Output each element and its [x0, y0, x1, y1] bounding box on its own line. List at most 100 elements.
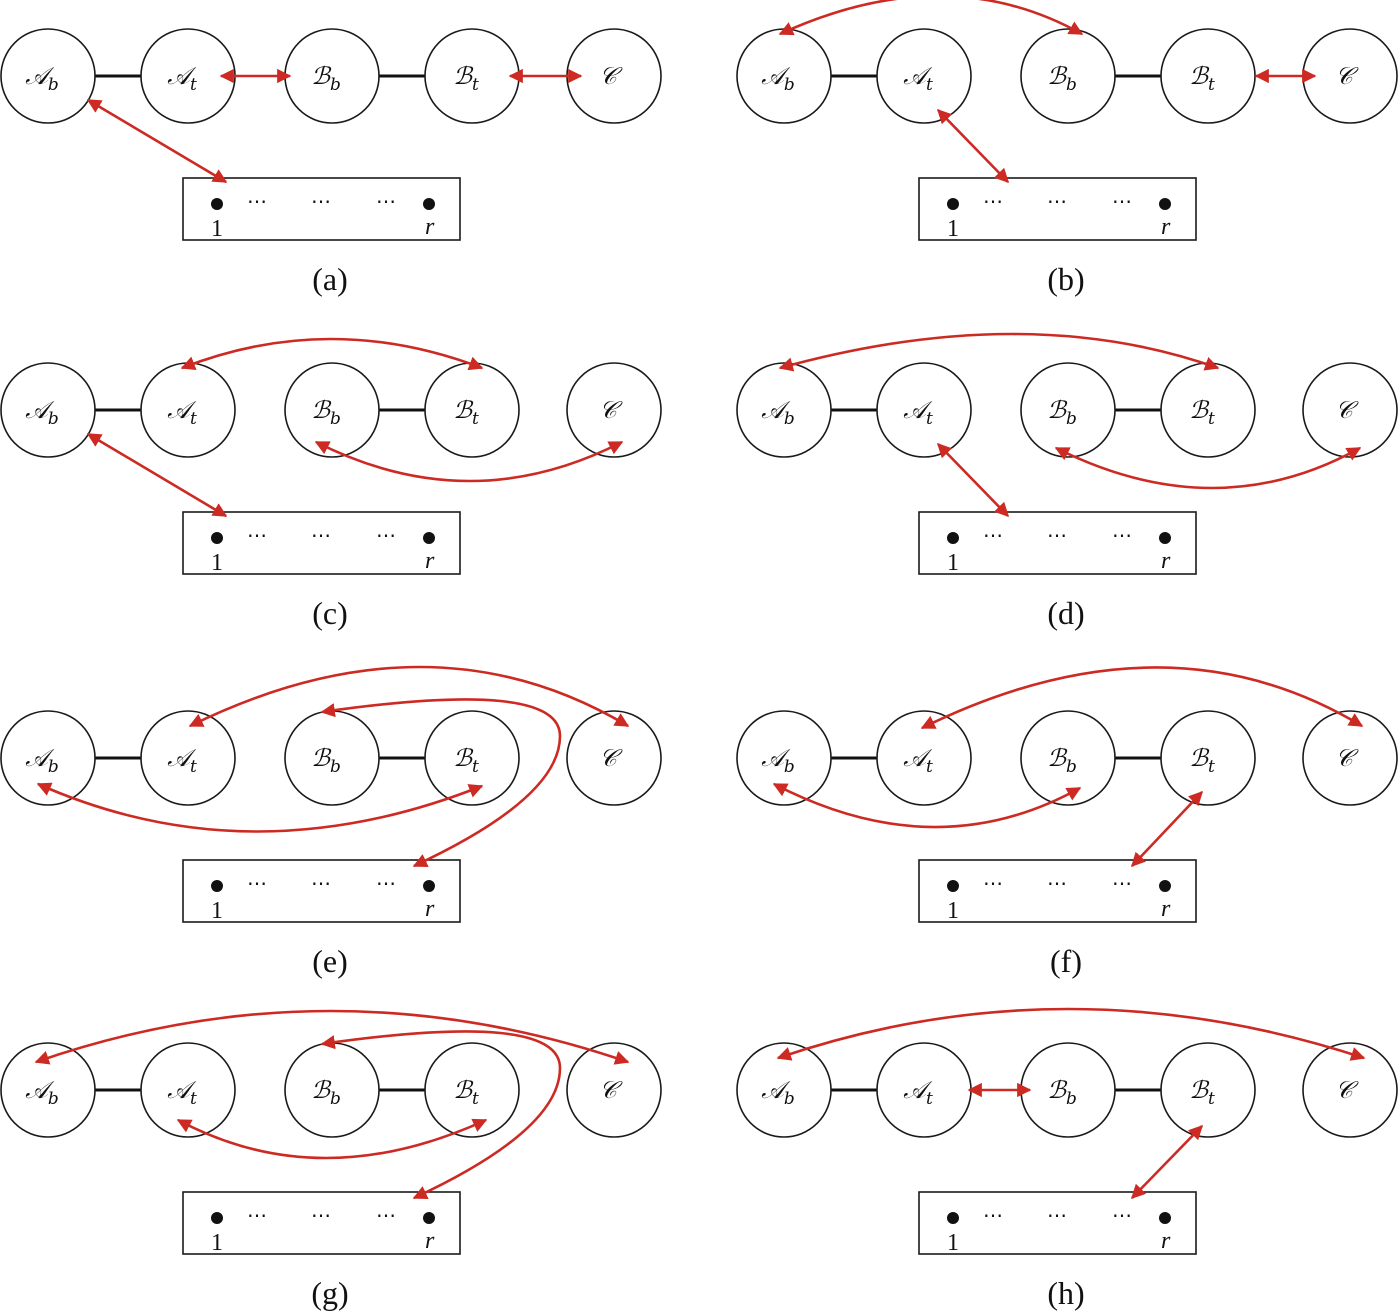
node-symbol: ℬ	[1047, 1076, 1068, 1104]
arrow-at-c	[188, 665, 630, 728]
node-at: 𝒜t	[876, 710, 972, 806]
ellipsis: ⋯	[983, 871, 1004, 895]
node-subscript: t	[472, 409, 479, 429]
arrow-bt-box	[1131, 1124, 1203, 1200]
node-bb: ℬb	[1020, 1042, 1116, 1138]
ellipsis: ⋯	[376, 1203, 397, 1227]
node-subscript: b	[784, 1089, 795, 1109]
node-c: 𝒞	[1302, 362, 1398, 458]
node-label: ℬb	[311, 62, 341, 95]
node-circle	[140, 710, 236, 806]
node-symbol: ℬ	[1047, 62, 1068, 90]
node-label: ℬt	[453, 62, 479, 95]
node-bt: ℬt	[1160, 1042, 1256, 1138]
node-subscript: b	[330, 75, 341, 95]
last-index-label: r	[425, 896, 435, 922]
node-c: 𝒞	[566, 710, 662, 806]
node-circle	[566, 710, 662, 806]
node-at: 𝒜t	[140, 28, 236, 124]
node-circle	[566, 362, 662, 458]
node-at: 𝒜t	[876, 1042, 972, 1138]
node-bt: ℬt	[424, 1042, 520, 1138]
first-index-label: 1	[211, 550, 223, 576]
node-circle	[0, 710, 96, 806]
last-index-dot	[1159, 198, 1171, 210]
first-index-label: 1	[947, 216, 959, 242]
node-circle	[566, 1042, 662, 1138]
arrow-bb-c	[1054, 446, 1362, 490]
node-symbol: ℬ	[453, 744, 474, 772]
node-symbol: ℬ	[1047, 744, 1068, 772]
ellipsis: ⋯	[247, 189, 268, 213]
node-subscript: b	[48, 75, 59, 95]
node-at: 𝒜t	[140, 1042, 236, 1138]
node-ab: 𝒜b	[736, 1042, 832, 1138]
node-symbol: ℬ	[1189, 396, 1210, 424]
panel-caption: (b)	[1047, 261, 1084, 297]
ellipsis: ⋯	[376, 189, 397, 213]
arrow-ab-bb	[778, 0, 1084, 36]
node-subscript: t	[1208, 75, 1215, 95]
first-index-dot	[211, 532, 223, 544]
ellipsis: ⋯	[1047, 1203, 1068, 1227]
node-circle	[1302, 1042, 1398, 1138]
node-at: 𝒜t	[140, 710, 236, 806]
last-index-dot	[423, 198, 435, 210]
node-subscript: b	[48, 409, 59, 429]
node-subscript: b	[784, 75, 795, 95]
node-ab: 𝒜b	[0, 710, 96, 806]
node-symbol: ℬ	[1189, 1076, 1210, 1104]
first-index-label: 1	[211, 1230, 223, 1256]
first-index-label: 1	[947, 550, 959, 576]
node-label: ℬt	[1189, 396, 1215, 429]
node-label: ℬt	[453, 1076, 479, 1109]
node-bt: ℬt	[1160, 710, 1256, 806]
ellipsis: ⋯	[1112, 871, 1133, 895]
node-bt: ℬt	[1160, 362, 1256, 458]
node-ab: 𝒜b	[0, 362, 96, 458]
first-index-label: 1	[947, 898, 959, 924]
node-label: ℬt	[1189, 62, 1215, 95]
first-index-dot	[211, 198, 223, 210]
node-symbol: ℬ	[1189, 62, 1210, 90]
node-circle	[1020, 710, 1116, 806]
arrow-at-box	[937, 108, 1009, 184]
arrow-ab-bt	[36, 782, 484, 833]
node-symbol: ℬ	[453, 1076, 474, 1104]
node-at: 𝒜t	[876, 362, 972, 458]
first-index-dot	[211, 1212, 223, 1224]
index-box-frame	[918, 1191, 1197, 1255]
node-bb: ℬb	[1020, 28, 1116, 124]
ellipsis: ⋯	[1112, 189, 1133, 213]
node-bb: ℬb	[1020, 362, 1116, 458]
node-label: 𝒜t	[903, 396, 933, 429]
node-symbol: ℬ	[453, 396, 474, 424]
node-subscript: t	[926, 757, 933, 777]
node-circle	[1160, 710, 1256, 806]
ellipsis: ⋯	[247, 871, 268, 895]
node-label: ℬb	[311, 396, 341, 429]
node-label: ℬb	[1047, 396, 1077, 429]
index-box-frame	[182, 859, 461, 923]
last-index-label: r	[425, 548, 435, 574]
index-box-frame	[918, 511, 1197, 575]
node-symbol: ℬ	[1189, 744, 1210, 772]
first-index-dot	[947, 1212, 959, 1224]
first-index-dot	[947, 198, 959, 210]
arrow-bt-box	[1131, 790, 1203, 868]
ellipsis: ⋯	[376, 871, 397, 895]
node-circle	[736, 710, 832, 806]
ellipsis: ⋯	[983, 523, 1004, 547]
arrow-bb-box	[320, 698, 562, 868]
ellipsis: ⋯	[376, 523, 397, 547]
node-label: ℬt	[453, 396, 479, 429]
node-c: 𝒞	[566, 28, 662, 124]
last-index-label: r	[1161, 548, 1171, 574]
